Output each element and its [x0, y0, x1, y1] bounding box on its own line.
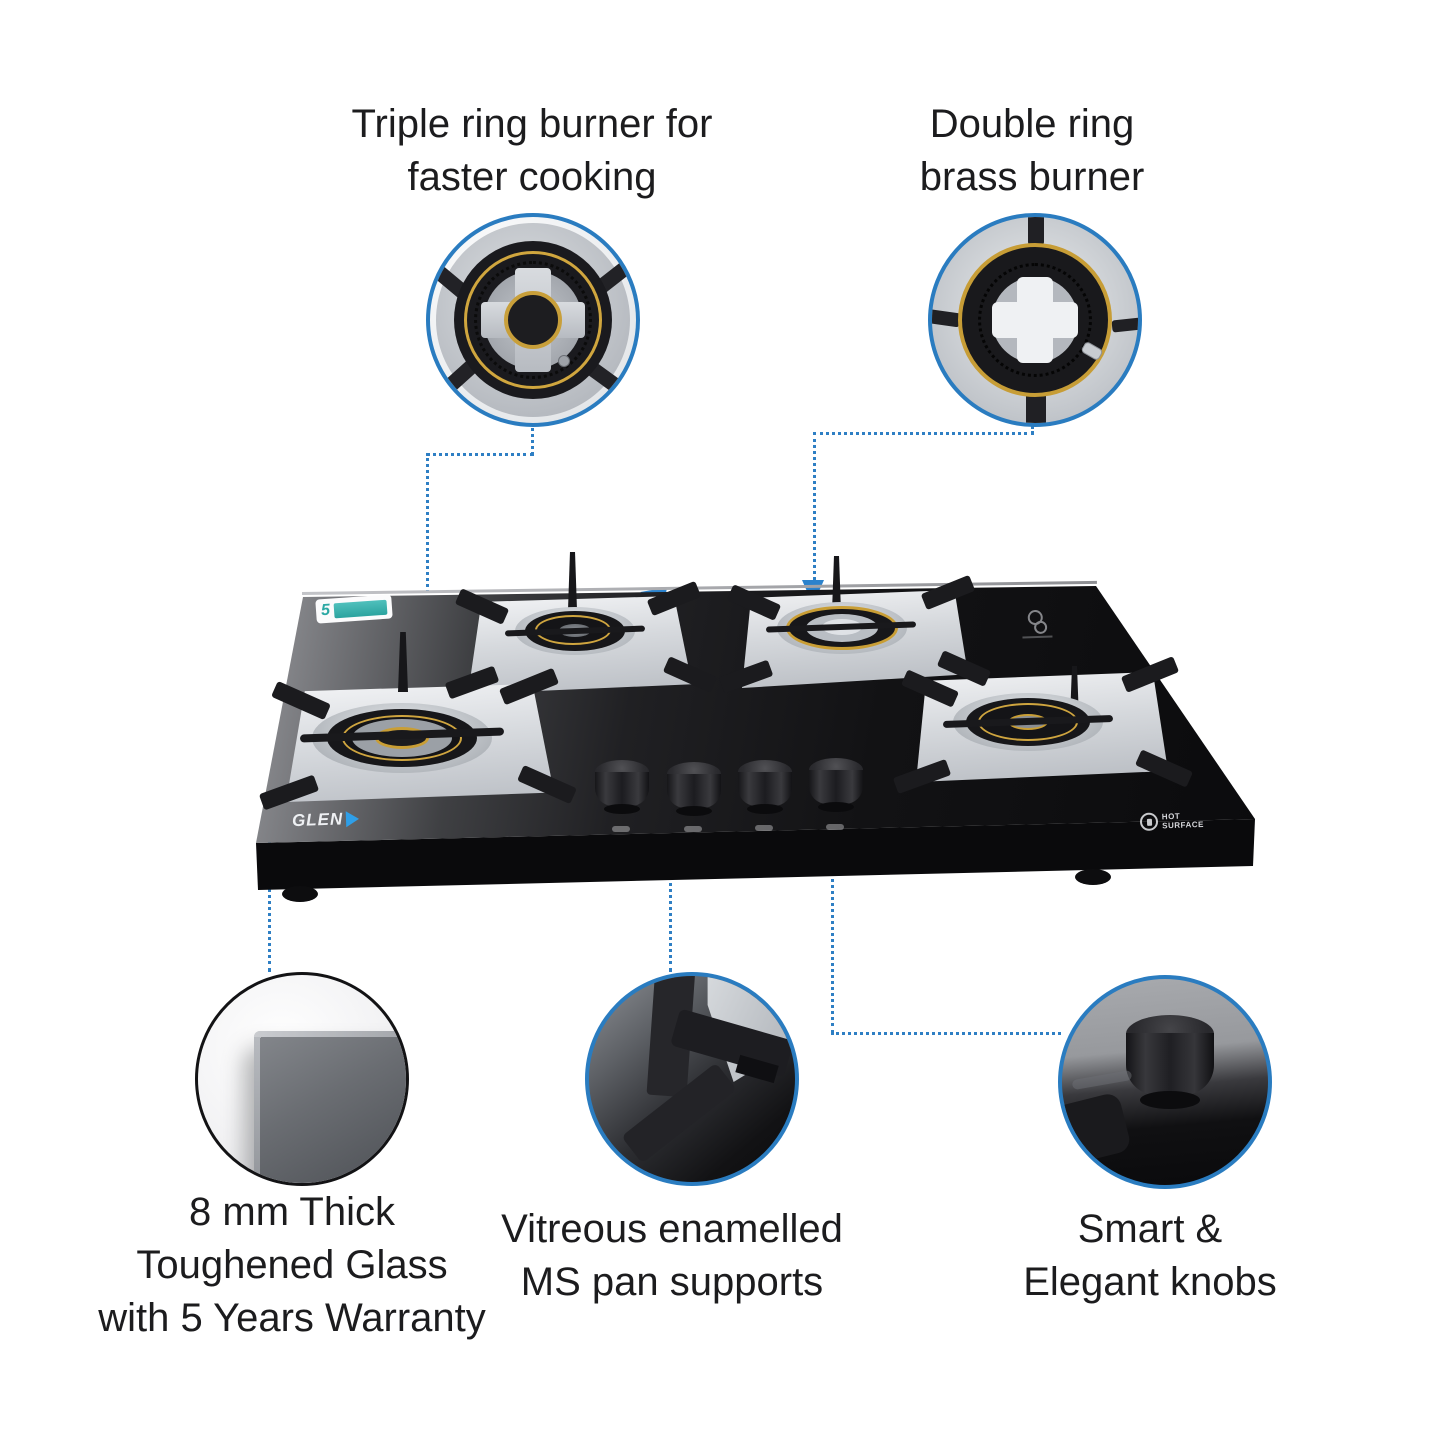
glass-edge-highlight: [254, 1031, 260, 1183]
leader-triple-ring-h: [426, 453, 534, 456]
callout-label-triple-ring: Triple ring burner for faster cooking: [351, 102, 713, 199]
pan-support-prong: [1111, 317, 1138, 333]
brand-logo-text: GLEN: [291, 809, 344, 831]
callout-label-toughened-glass: 8 mm Thick Toughened Glass with 5 Years …: [98, 1190, 486, 1340]
leader-knobs-v: [831, 806, 834, 1034]
glass-top-highlight: [254, 1031, 406, 1037]
pan-support-prong: [1028, 217, 1044, 245]
warranty-badge-number: 5: [320, 601, 331, 620]
leader-double-ring-v1: [1031, 421, 1034, 434]
pan-support-fin: [398, 632, 408, 692]
hot-surface-warning: HOT SURFACE: [1139, 811, 1205, 832]
control-knob-4[interactable]: [807, 758, 865, 814]
hot-surface-icon: [1139, 812, 1159, 832]
leader-knobs-h: [831, 1032, 1061, 1035]
leader-double-ring-h: [813, 432, 1034, 435]
pan-support-fin: [568, 552, 577, 610]
callout-photo-knob: [1058, 975, 1272, 1189]
brand-logo-triangle-icon: [345, 810, 360, 828]
pan-support-prong: [932, 308, 961, 328]
callout-label-knobs: Smart & Elegant knobs: [1023, 1207, 1277, 1304]
pan-support-fin: [832, 556, 841, 612]
callout-photo-pan-supports: [585, 972, 799, 1186]
leader-glass-v: [268, 834, 271, 972]
knob-base: [1140, 1091, 1200, 1109]
callout-photo-triple-ring-burner: [426, 213, 640, 427]
glass-reflection: [684, 826, 702, 832]
leader-triple-ring-v1: [531, 421, 534, 455]
knob-body: [1126, 1033, 1214, 1095]
pan-support-fin: [1070, 666, 1079, 720]
control-knob-1[interactable]: [593, 760, 651, 816]
callout-label-pan-supports: Vitreous enamelled MS pan supports: [501, 1207, 843, 1304]
burner-screw: [558, 355, 570, 367]
control-knob-2[interactable]: [665, 762, 723, 818]
hot-surface-label: HOT SURFACE: [1161, 811, 1205, 831]
hob-foot-right: [1075, 869, 1111, 885]
glass-slab: [254, 1031, 406, 1183]
surface-glint: [1071, 1069, 1133, 1091]
burner-cap: [504, 291, 562, 349]
glass-reflection: [755, 825, 773, 831]
hob-cert-mark-icon: [1022, 609, 1053, 639]
glass-reflection: [612, 826, 630, 832]
callout-photo-double-ring-burner: [928, 213, 1142, 427]
brand-logo: GLEN: [292, 809, 360, 831]
glass-reflection: [826, 824, 844, 830]
hob-product-photo: 5: [250, 552, 1260, 910]
burner-flame-holes: [474, 261, 592, 379]
leader-triple-ring-v2: [426, 453, 429, 671]
hob-foot-left: [282, 886, 318, 902]
callout-photo-glass-edge: [195, 972, 409, 1186]
knob-partial-second: [1062, 1091, 1133, 1167]
callout-label-double-ring: Double ring brass burner: [919, 102, 1145, 199]
burner-cross-vertical: [1017, 277, 1053, 363]
burner-flame-holes: [978, 263, 1092, 377]
control-knob-3[interactable]: [736, 760, 794, 816]
warranty-badge-panel: [333, 599, 388, 618]
leader-double-ring-v2: [813, 432, 816, 580]
burner-gold-ring: [464, 251, 602, 389]
